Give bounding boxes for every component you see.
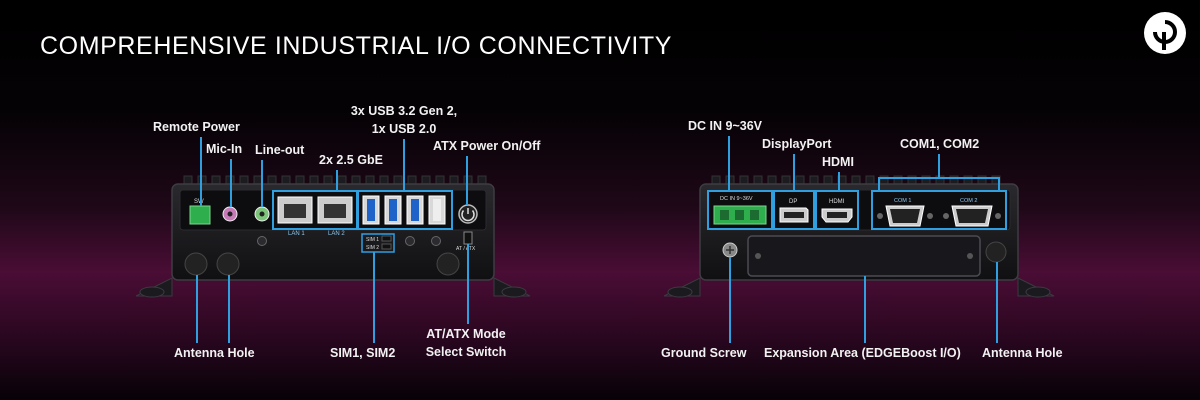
sim2-printed-label: SIM 2 (366, 245, 379, 251)
sim-leader (373, 252, 375, 343)
com-leader-right (998, 177, 1000, 191)
displayport-leader (793, 154, 795, 191)
lan2-printed-label: LAN 2 (328, 231, 345, 237)
com-leader-vertical (938, 154, 940, 178)
remote-power-terminal (189, 205, 211, 225)
mic-in-callout: Mic-In (206, 142, 243, 156)
mode-callout-line1: AT/ATX Mode (426, 327, 506, 341)
expansion-area (747, 235, 981, 277)
lan-leader (336, 170, 338, 191)
lan-callout: 2x 2.5 GbE (319, 153, 383, 167)
at-atx-switch (463, 231, 473, 245)
com2-printed-label: COM 2 (960, 198, 977, 204)
page-title: COMPREHENSIVE INDUSTRIAL I/O CONNECTIVIT… (40, 32, 673, 60)
usb-ports-highlight (357, 190, 453, 230)
sw-printed-label: SW (194, 199, 204, 205)
usb-callout-line1: 3x USB 3.2 Gen 2, (350, 104, 458, 118)
com-ports-highlight (871, 190, 1007, 230)
com-leader-left (878, 177, 880, 191)
mode-leader (467, 244, 469, 324)
ground-screw-leader (729, 257, 731, 343)
sim-slot-1 (381, 235, 392, 242)
mode-callout-line2: Select Switch (425, 345, 507, 359)
sim1-printed-label: SIM 1 (366, 237, 379, 243)
line-out-callout: Line-out (255, 143, 305, 157)
line-out-leader (261, 160, 263, 207)
hdmi-callout: HDMI (822, 155, 854, 169)
rear-antenna-hole-callout: Antenna Hole (982, 346, 1063, 360)
dc-in-leader (728, 136, 730, 191)
hdmi-highlight (815, 190, 859, 230)
hdmi-printed-label: HDMI (829, 199, 845, 205)
antenna-hole-2 (216, 252, 240, 276)
usb-callout-line2: 1x USB 2.0 (371, 122, 437, 136)
antenna-leader-1 (196, 275, 198, 343)
at-atx-printed-label: AT / ATX (456, 246, 476, 252)
remote-power-callout: Remote Power (153, 120, 240, 134)
com1-printed-label: COM 1 (894, 198, 911, 204)
usb-leader (403, 139, 405, 191)
atx-power-callout: ATX Power On/Off (433, 139, 541, 153)
dc-in-highlight (707, 190, 773, 230)
mounting-feet (135, 277, 531, 298)
com-callout: COM1, COM2 (900, 137, 980, 151)
antenna-hole-1 (184, 252, 208, 276)
rear-antenna-leader (996, 262, 998, 343)
dc-in-printed-label: DC IN 9~36V (720, 196, 753, 202)
front-panel: SW LAN 1 LAN 2 SIM 1 SIM (135, 175, 531, 298)
sim-slots-highlight (361, 233, 395, 253)
dp-printed-label: DP (789, 199, 797, 205)
expansion-leader (864, 276, 866, 343)
sim-callout: SIM1, SIM2 (330, 346, 396, 360)
expansion-callout: Expansion Area (EDGEBoost I/O) (764, 346, 961, 360)
displayport-callout: DisplayPort (762, 137, 832, 151)
displayport-highlight (773, 190, 815, 230)
atx-power-leader (466, 156, 468, 205)
hdmi-leader (838, 172, 840, 191)
lan1-printed-label: LAN 1 (288, 231, 305, 237)
mic-in-leader (230, 159, 232, 207)
com-leader-horizontal (878, 177, 1000, 179)
brand-logo-icon (1144, 12, 1186, 54)
sim-slot-2 (381, 243, 392, 250)
remote-power-leader (200, 137, 202, 206)
ground-screw-callout: Ground Screw (661, 346, 747, 360)
front-antenna-hole-callout: Antenna Hole (174, 346, 255, 360)
antenna-hole-3 (436, 252, 460, 276)
rear-panel: DC IN 9~36V DP HDMI COM 1 COM 2 (663, 175, 1055, 298)
antenna-leader-2 (228, 275, 230, 343)
mounting-feet-rear (663, 277, 1055, 298)
antenna-hole-rear (985, 241, 1007, 263)
dc-in-callout: DC IN 9~36V (688, 119, 762, 133)
